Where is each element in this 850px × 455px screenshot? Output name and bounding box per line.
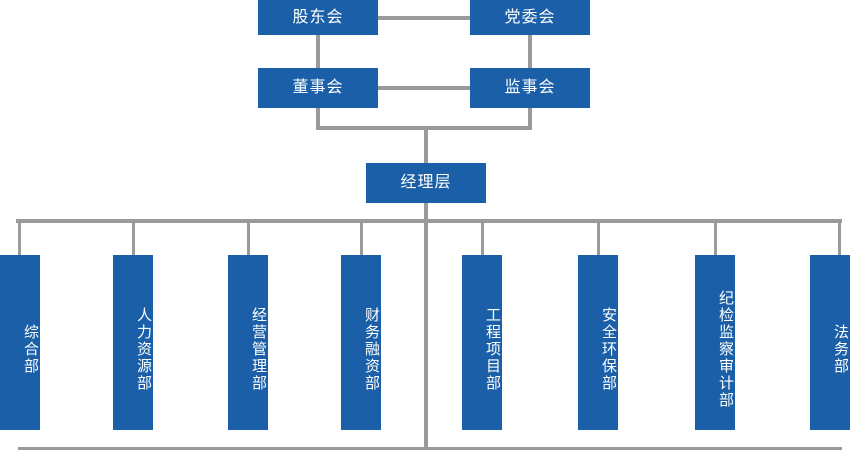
node-discipline-audit[interactable]: 纪检监察审计部 bbox=[695, 255, 735, 430]
connector-board-down bbox=[316, 108, 320, 130]
connector-bracket-to-management bbox=[424, 126, 428, 163]
connector-management-spine bbox=[424, 203, 428, 448]
chart-baseline bbox=[18, 447, 842, 450]
node-board-of-directors[interactable]: 董事会 bbox=[258, 68, 378, 108]
connector-drop-safety-environment bbox=[597, 219, 600, 255]
connector-board-supervisors bbox=[378, 86, 470, 90]
node-operations-management[interactable]: 经营管理部 bbox=[228, 255, 268, 430]
connector-shareholders-board bbox=[316, 35, 320, 68]
connector-drop-discipline-audit bbox=[714, 219, 717, 255]
node-human-resources[interactable]: 人力资源部 bbox=[113, 255, 153, 430]
connector-shareholders-party bbox=[378, 16, 470, 20]
connector-drop-engineering-project bbox=[481, 219, 484, 255]
node-safety-environment[interactable]: 安全环保部 bbox=[578, 255, 618, 430]
node-general-affairs[interactable]: 综合部 bbox=[0, 255, 40, 430]
connector-drop-operations-management bbox=[247, 219, 250, 255]
connector-department-bus bbox=[16, 219, 842, 223]
connector-supervisors-down bbox=[528, 108, 532, 130]
node-shareholders[interactable]: 股东会 bbox=[258, 0, 378, 35]
node-finance-financing[interactable]: 财务融资部 bbox=[341, 255, 381, 430]
node-management[interactable]: 经理层 bbox=[366, 163, 486, 203]
connector-drop-human-resources bbox=[132, 219, 135, 255]
node-party-committee[interactable]: 党委会 bbox=[470, 0, 590, 35]
node-board-of-supervisors[interactable]: 监事会 bbox=[470, 68, 590, 108]
connector-drop-legal-affairs bbox=[838, 219, 841, 255]
connector-drop-general-affairs bbox=[18, 219, 21, 255]
connector-party-supervisors bbox=[528, 35, 532, 68]
connector-drop-finance-financing bbox=[360, 219, 363, 255]
node-legal-affairs[interactable]: 法务部 bbox=[810, 255, 850, 430]
node-engineering-project[interactable]: 工程项目部 bbox=[462, 255, 502, 430]
